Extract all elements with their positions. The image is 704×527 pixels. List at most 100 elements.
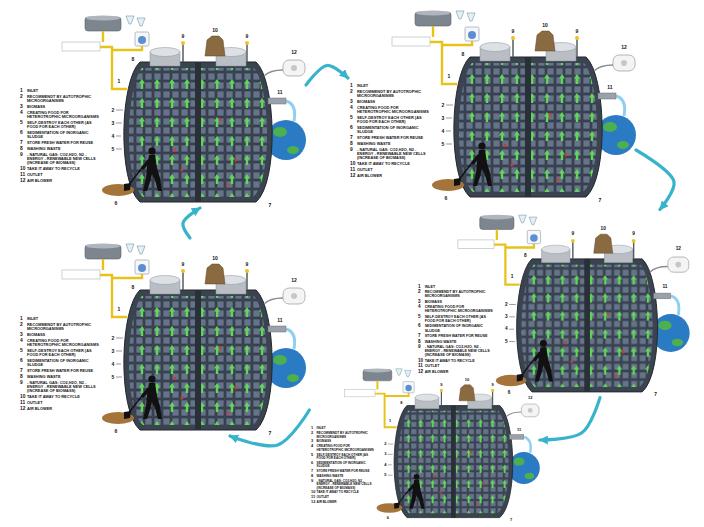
callout-number: 9 — [576, 29, 579, 34]
key-description: STORE FRESH WATER FOR REUSE — [27, 141, 100, 145]
cycle-arrow — [306, 65, 348, 85]
key-number: 11 — [350, 167, 355, 172]
tank-illustration — [458, 215, 690, 392]
key-description: CREATING FOOD FOR HETEROTROPHIC MICROORG… — [27, 339, 100, 348]
callout-number: 1 — [118, 307, 121, 312]
key-description: INLET — [27, 317, 100, 321]
cycle-arrow — [183, 208, 200, 238]
numbered-key: 1INLET2RECOMMENDT BY AUTOTROPHIC MICROOR… — [20, 316, 100, 411]
key-description: SELF-DESTROY EACH OTHER (AS FOOD FOR EAC… — [317, 454, 375, 461]
key-description: TAKE IT AWAY TO RECYCLE — [425, 359, 494, 363]
process-panel: 1INLET2RECOMMENDT BY AUTOTROPHIC MICROOR… — [348, 5, 636, 203]
key-number: 10 — [418, 358, 423, 363]
key-number: 8 — [20, 146, 25, 151]
key-number: 6 — [20, 130, 25, 135]
process-panel: 1INLET2RECOMMENDT BY AUTOTROPHIC MICROOR… — [309, 364, 539, 522]
key-description: OUTLET — [27, 401, 100, 405]
cycle-arrow — [636, 150, 674, 210]
key-number: 1 — [350, 83, 355, 88]
key-number: 9 — [20, 380, 25, 385]
key-number: 11 — [20, 172, 25, 177]
key-number: 2 — [311, 431, 315, 435]
callout-number: 11 — [277, 318, 282, 323]
key-description: RECOMMENDT BY AUTOTROPHIC MICROORGANISMS — [27, 95, 100, 104]
key-description: RECOMMENDT BY AUTOTROPHIC MICROORGANISMS — [317, 432, 375, 439]
key-description: STORE FRESH WATER FOR REUSE — [27, 369, 100, 373]
key-number: 7 — [311, 469, 315, 473]
key-number: 9 — [418, 344, 423, 349]
key-description: WASHING WASTE — [27, 147, 100, 151]
callout-number: 2 — [112, 108, 115, 113]
key-number: 7 — [350, 135, 355, 140]
callout-number: 9 — [440, 383, 442, 387]
callout-number: 7 — [269, 431, 272, 436]
key-description: TAKE IT AWAY TO RECYCLE — [27, 167, 100, 171]
key-number: 12 — [418, 369, 423, 374]
tank-illustration — [392, 11, 636, 198]
key-number: 6 — [311, 461, 315, 465]
key-number: 7 — [418, 333, 423, 338]
key-number: 5 — [20, 120, 25, 125]
key-description: AIR BLOWER — [317, 501, 375, 504]
key-number: 10 — [311, 490, 315, 494]
callout-number: 6 — [387, 516, 389, 520]
key-description: BIOMASS — [357, 100, 430, 104]
key-description: - NATURAL GAS: CO2,H2O, N2 - ENERGY - RE… — [425, 345, 494, 357]
callout-number: 4 — [442, 129, 445, 134]
key-description: SELF-DESTROY EACH OTHER (AS FOOD FOR EAC… — [27, 121, 100, 130]
callout-number: 12 — [291, 278, 297, 283]
callout-number: 5 — [112, 375, 115, 380]
callout-number: 3 — [112, 121, 115, 126]
key-number: 12 — [20, 178, 25, 183]
key-number: 10 — [20, 394, 25, 399]
callout-number: 10 — [542, 23, 548, 28]
callout-number: 1 — [511, 275, 514, 280]
callout-number: 1 — [118, 79, 121, 84]
callout-number: 3 — [505, 314, 508, 319]
key-number: 2 — [20, 322, 25, 327]
callout-number: 3 — [442, 116, 445, 121]
key-description: INLET — [27, 89, 100, 93]
process-panel: 1INLET2RECOMMENDT BY AUTOTROPHIC MICROOR… — [416, 210, 690, 398]
key-number: 12 — [350, 173, 355, 178]
tank-illustration — [62, 244, 306, 431]
callout-number: 6 — [115, 201, 118, 206]
key-description: TAKE IT AWAY TO RECYCLE — [27, 395, 100, 399]
key-number: 8 — [350, 141, 355, 146]
callout-number: 8 — [132, 285, 135, 290]
key-description: OUTLET — [317, 496, 375, 499]
key-description: AIR BLOWER — [27, 407, 100, 411]
key-description: - NATURAL GAS: CO2,H2O, N2 - ENERGY - RE… — [27, 153, 100, 166]
key-number: 6 — [350, 125, 355, 130]
key-description: AIR BLOWER — [425, 370, 494, 374]
key-number: 3 — [20, 332, 25, 337]
key-description: CREATING FOOD FOR HETEROTROPHIC MICROORG… — [317, 445, 375, 452]
callout-number: 11 — [517, 428, 521, 432]
key-number: 2 — [418, 289, 423, 294]
key-number: 11 — [20, 400, 25, 405]
key-description: CREATING FOOD FOR HETEROTROPHIC MICROORG… — [27, 111, 100, 120]
callout-number: 2 — [112, 336, 115, 341]
callout-number: 1 — [389, 419, 391, 423]
callout-number: 10 — [212, 256, 218, 261]
callout-number: 7 — [269, 203, 272, 208]
key-description: WASHING WASTE — [317, 475, 375, 478]
callout-number: 6 — [508, 390, 511, 395]
key-description: CREATING FOOD FOR HETEROTROPHIC MICROORG… — [357, 106, 430, 115]
callout-number: 11 — [662, 285, 667, 290]
key-number: 10 — [350, 161, 355, 166]
key-number: 10 — [20, 166, 25, 171]
callout-number: 12 — [621, 45, 627, 50]
callout-number: 10 — [212, 28, 218, 33]
key-number: 7 — [20, 140, 25, 145]
process-panel: 1INLET 2 RECOMMENDT BY AUTOTROPHIC MICROOR… — [18, 10, 306, 208]
callout-number: 9 — [572, 232, 575, 237]
numbered-key: 1INLET2RECOMMENDT BY AUTOTROPHIC MICROOR… — [350, 83, 430, 178]
key-description: SEDIMENTATION OF INORGANIC SLUDGE — [27, 359, 100, 368]
key-number: 4 — [350, 105, 355, 110]
callout-number: 7 — [599, 198, 602, 203]
callout-number: 2 — [505, 302, 508, 307]
key-description: - NATURAL GAS: CO2,H2O, N2 - ENERGY - RE… — [317, 480, 375, 490]
key-description: WASHING WASTE — [425, 340, 494, 344]
key-description: OUTLET — [27, 173, 100, 177]
